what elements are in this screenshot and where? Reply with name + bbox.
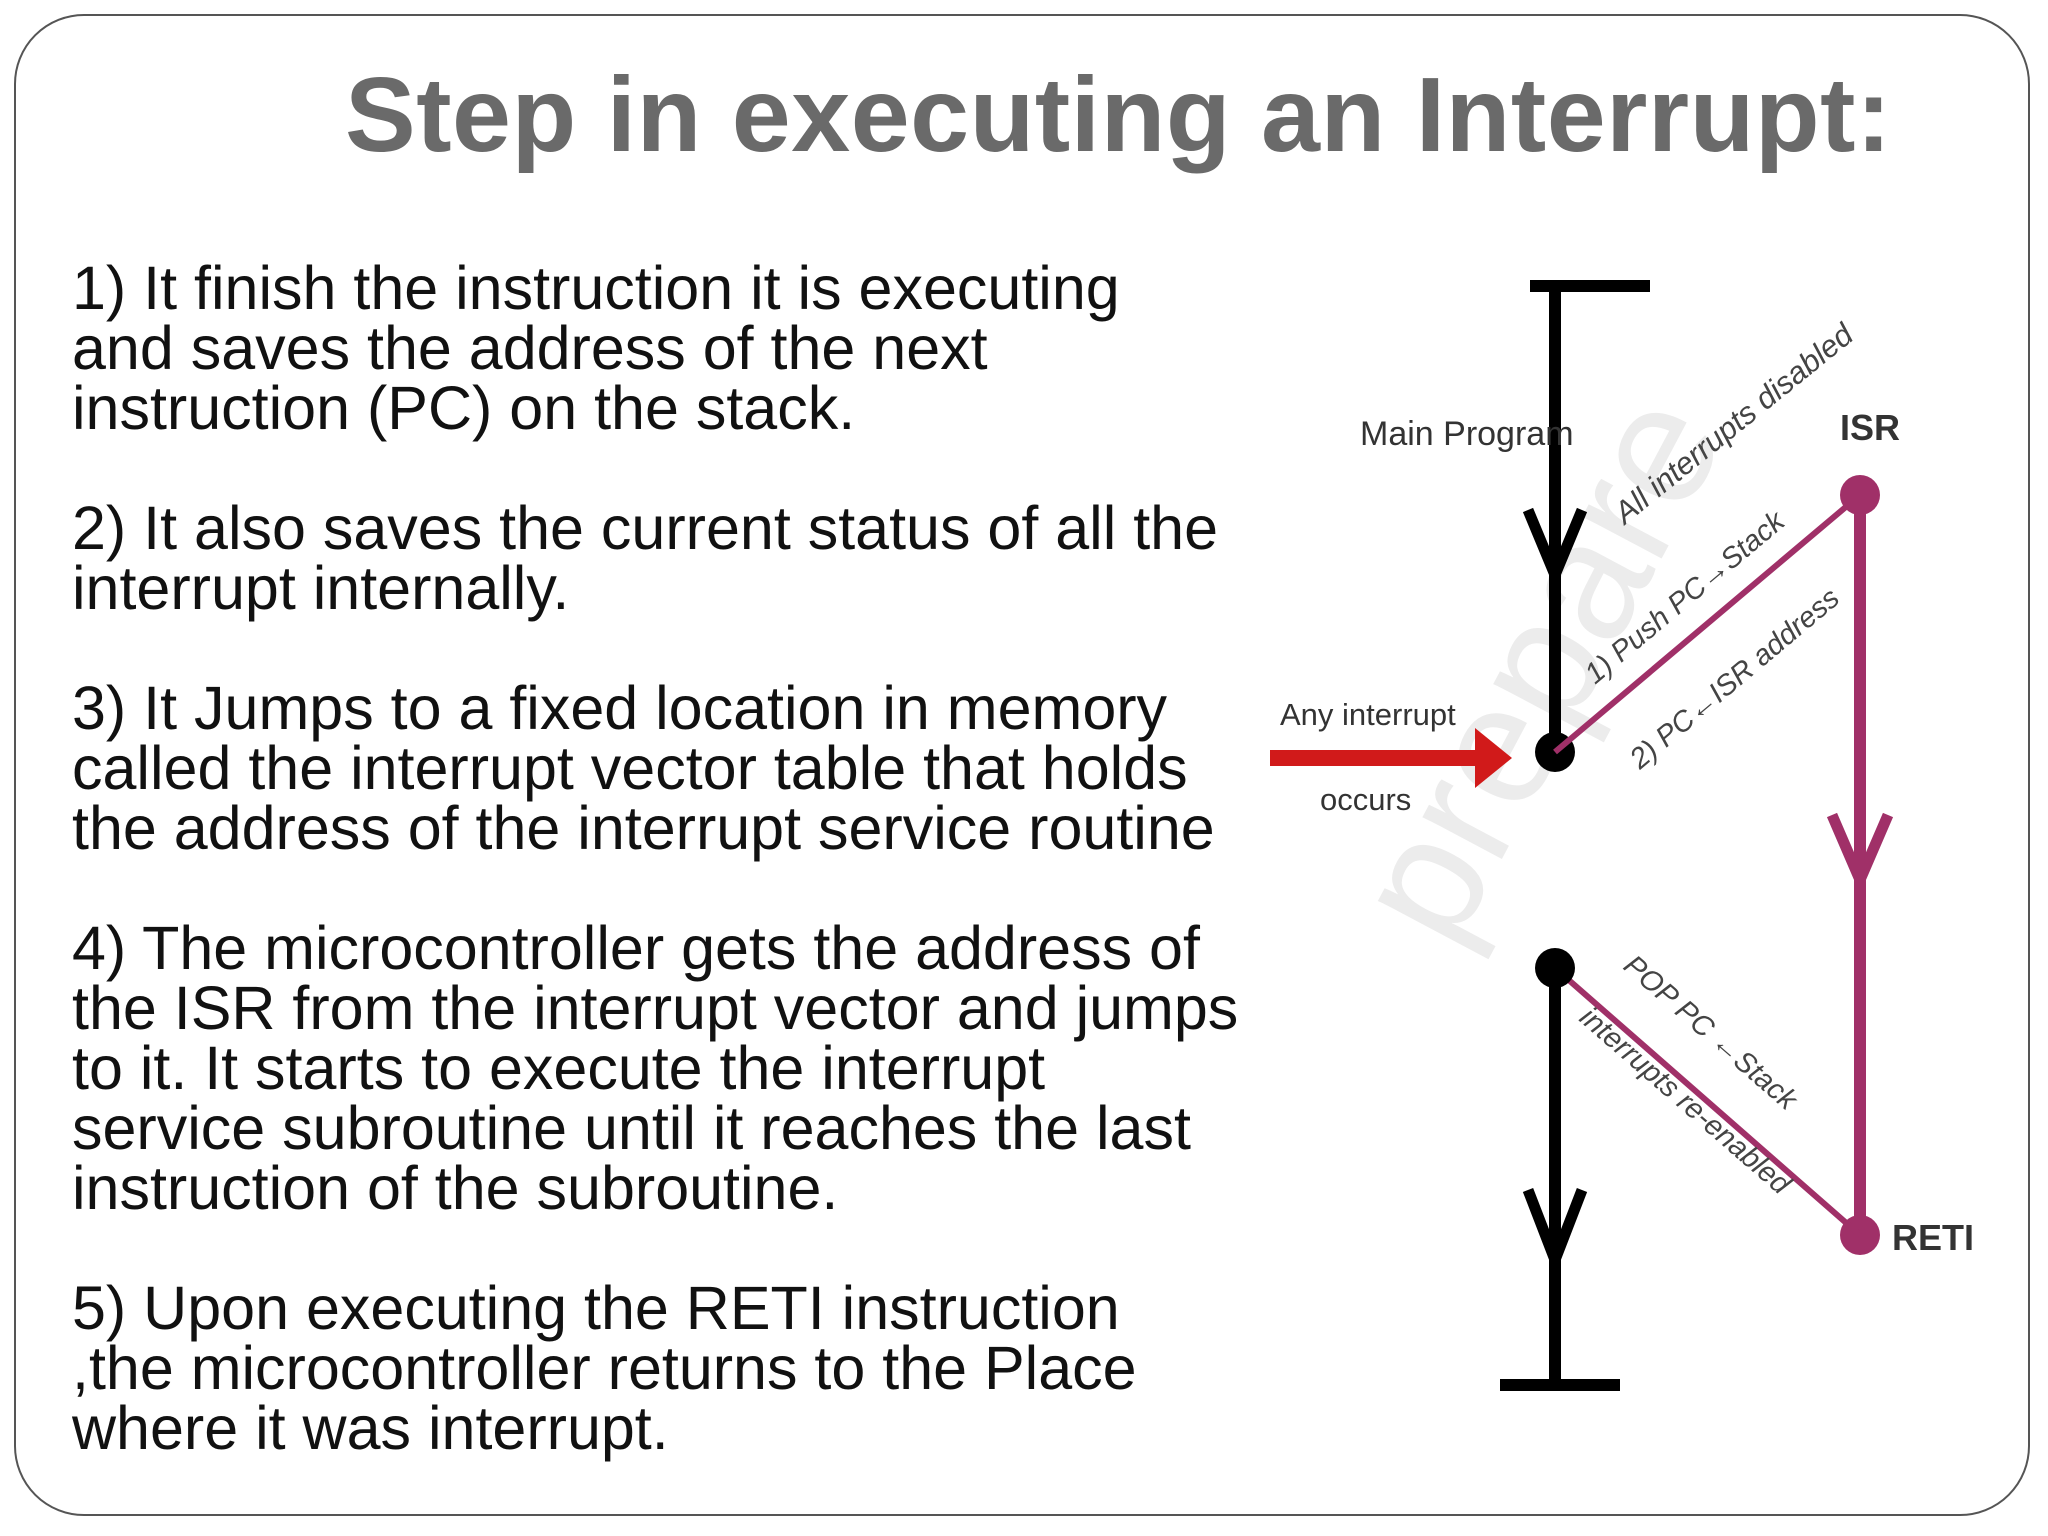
interrupt-flow-svg: prepare Main Program ISR RETI Any interr… [1270, 280, 1974, 1391]
slide-title: Step in executing an Interrupt: [345, 56, 1892, 174]
steps-list: 1) It finish the instruction it is execu… [72, 258, 1250, 1488]
any-interrupt-label: Any interrupt [1280, 697, 1456, 732]
slide-frame [14, 14, 2030, 1516]
occurs-label: occurs [1320, 782, 1411, 817]
step-1: 1) It finish the instruction it is execu… [72, 258, 1120, 442]
isr-label: ISR [1840, 407, 1900, 448]
interrupt-flow-diagram: prepare Main Program ISR RETI Any interr… [1250, 230, 1990, 1410]
return-line [1553, 965, 1862, 1238]
interrupt-arrow-head [1475, 728, 1512, 788]
step-2: 2) It also saves the current status of a… [72, 494, 1219, 622]
step-3: 3) It Jumps to a fixed location in memor… [72, 674, 1215, 862]
main-program-label: Main Program [1360, 415, 1574, 453]
main-down-arrow-bottom [1522, 1188, 1588, 1266]
isr-jump-line [1553, 492, 1862, 755]
isr-down-arrow [1826, 812, 1894, 886]
step-5: 5) Upon executing the RETI instruction ,… [72, 1274, 1137, 1462]
reti-label: RETI [1892, 1217, 1974, 1258]
main-down-arrow-top [1522, 507, 1588, 581]
step-4: 4) The microcontroller gets the address … [72, 914, 1239, 1222]
pop-pc-label: POP PC ←Stack [1617, 949, 1804, 1117]
